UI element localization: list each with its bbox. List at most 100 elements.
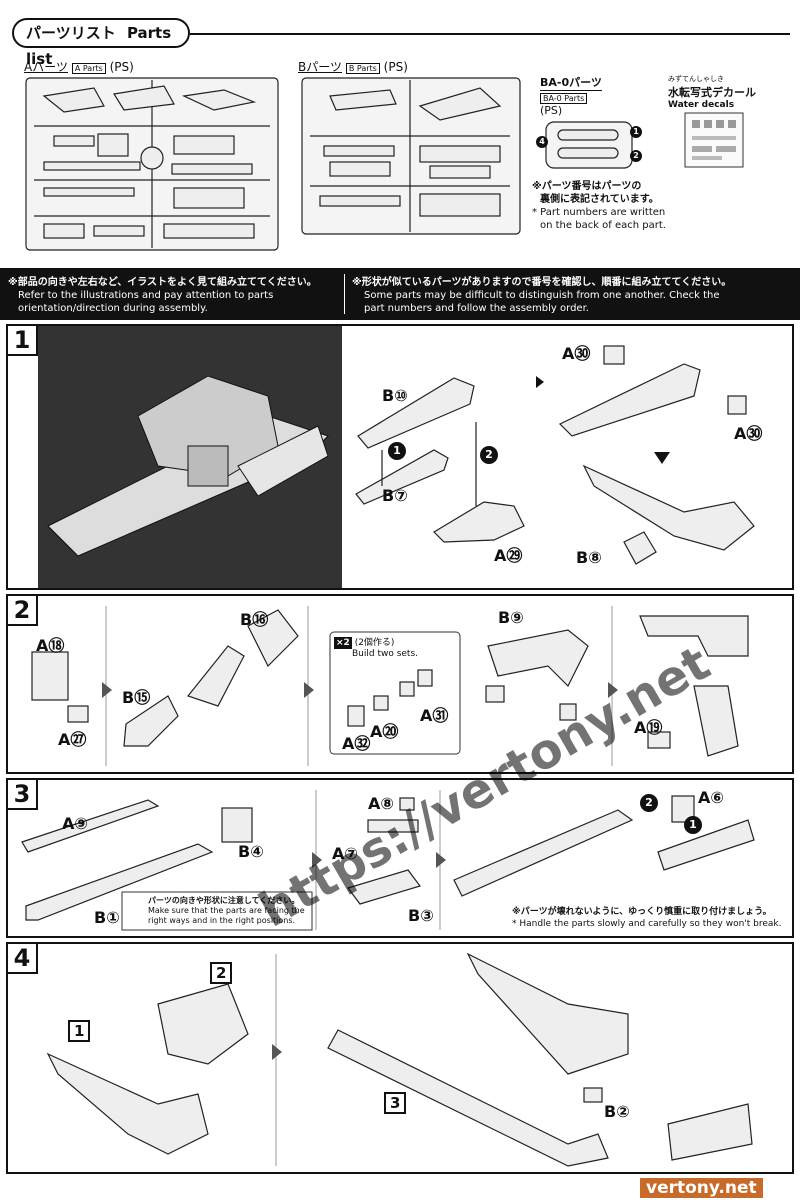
step-3-diagram	[21, 790, 755, 931]
label-b9: B⑨	[498, 608, 524, 627]
step-1-labels: B⑩ B⑦ A㉙ A㉚ A㉚ B⑧ 1 2	[344, 326, 792, 588]
title-ja: パーツリスト	[26, 24, 116, 42]
note1-en-2: right ways and in the right positions.	[148, 916, 296, 925]
step-4-labels: 1 2 3 B②	[8, 944, 792, 1172]
top-rule	[190, 33, 790, 35]
step-2: 2 A⑱ A㉗ B⑮ B⑯ A㉛ A⑳ A㉜ B⑨ A⑲ ×2	[6, 594, 794, 774]
b-parts-header: Bパーツ B Parts (PS)	[298, 58, 408, 75]
b-parts-runner	[301, 77, 521, 235]
note-en-2: on the back of each part.	[540, 220, 666, 231]
step-3-note-1: パーツの向きや形状に注意してください。 Make sure that the p…	[148, 896, 310, 926]
label-a9: A⑨	[62, 814, 88, 833]
label-b2: B②	[604, 1102, 630, 1121]
notice-right: ※形状が似ているパーツがありますので番号を確認し、順番に組み立ててください。 S…	[352, 276, 794, 315]
label-a30-right: A㉚	[734, 424, 763, 443]
ba0-num-2: 2	[630, 150, 642, 162]
label-a20: A⑳	[370, 722, 399, 741]
a-parts-runner	[25, 77, 279, 251]
step-3-number: 3	[8, 780, 38, 810]
ba0-ps: (PS)	[540, 104, 563, 117]
notice-right-ja: ※形状が似ているパーツがありますので番号を確認し、順番に組み立ててください。	[352, 277, 732, 288]
notice-divider	[344, 274, 345, 314]
decal-sheet	[684, 112, 744, 168]
ref-step-1: 1	[68, 1020, 91, 1042]
page-title: パーツリスト Parts list	[12, 18, 190, 68]
ref-step-2: 2	[210, 962, 233, 984]
step-1-diagram	[355, 345, 755, 565]
step-1-arrow-2: 2	[480, 446, 498, 464]
decal-label-ja: 水転写式デカール	[668, 86, 756, 99]
title-en: Parts list	[26, 24, 172, 68]
decal-header: みずてんしゃしき 水転写式デカール Water decals	[668, 74, 778, 110]
ba0-label-en: BA-0 Parts	[540, 93, 588, 104]
notice-left-en-2: orientation/direction during assembly.	[18, 303, 208, 314]
label-a32: A㉜	[342, 734, 371, 753]
step-1: 1 B⑩ B⑦ A㉙ A㉚ A㉚ B⑧ 1 2	[6, 324, 794, 590]
label-a29: A㉙	[494, 546, 523, 565]
label-a7: A⑦	[332, 844, 358, 863]
step-1-number: 1	[8, 326, 38, 356]
watermark-corner: vertony.net	[640, 1178, 763, 1198]
notice-right-en-1: Some parts may be difficult to distingui…	[364, 290, 720, 301]
label-a19: A⑲	[634, 718, 663, 737]
step-3-labels: A⑨ B④ B① A⑧ A⑦ B③ A⑥ 1 2 パーツの向きや形状に注意してく…	[8, 780, 792, 936]
label-b16: B⑯	[240, 610, 269, 629]
ref-step-3: 3	[384, 1092, 407, 1114]
a-parts-header: Aパーツ A Parts (PS)	[24, 58, 134, 75]
step-2-diagram	[31, 606, 749, 766]
build-two-note: ×2 (2個作る) Build two sets.	[334, 637, 419, 660]
step-4: 4 1 2 3 B②	[6, 942, 794, 1174]
a-parts-label-en: A Parts	[71, 63, 106, 74]
ba0-label-ja: BA-0パーツ	[540, 76, 602, 91]
note1-en-1: Make sure that the parts are facing the	[148, 906, 305, 915]
label-b10: B⑩	[382, 386, 408, 405]
step-4-number: 4	[8, 944, 38, 974]
notice-left: ※部品の向きや左右など、イラストをよく見て組み立ててください。 Refer to…	[8, 276, 338, 315]
ba0-num-1: 1	[630, 126, 642, 138]
ba0-parts-header: BA-0パーツ BA-0 Parts (PS)	[540, 74, 602, 117]
build-two-badge: ×2	[334, 637, 352, 649]
label-a30-top: A㉚	[562, 344, 591, 363]
step-1-arrow-1: 1	[388, 442, 406, 460]
step-3-note-2: ※パーツが壊れないように、ゆっくり慎重に取り付けましょう。 * Handle t…	[512, 906, 788, 930]
notice-left-ja: ※部品の向きや左右など、イラストをよく見て組み立ててください。	[8, 277, 317, 288]
step-4-diagram	[46, 952, 753, 1167]
notice-left-en-1: Refer to the illustrations and pay atten…	[18, 290, 274, 301]
decal-label-en: Water decals	[668, 100, 735, 110]
label-a8: A⑧	[368, 794, 394, 813]
ba0-num-4: 4	[536, 136, 548, 148]
label-a18: A⑱	[36, 636, 65, 655]
a-parts-ps: (PS)	[109, 60, 134, 74]
build-two-en: Build two sets.	[352, 649, 419, 659]
part-number-note: ※パーツ番号はパーツの 裏側に表記されています。 * Part numbers …	[532, 180, 792, 232]
b-parts-label-en: B Parts	[345, 63, 380, 74]
note-en-1: * Part numbers are written	[532, 207, 666, 218]
label-a27: A㉗	[58, 730, 87, 749]
ba0-numbers: 4 1 2	[536, 122, 648, 172]
ba0-runner	[545, 121, 633, 169]
label-b15: B⑮	[122, 688, 151, 707]
label-a31: A㉛	[420, 706, 449, 725]
note1-ja: パーツの向きや形状に注意してください。	[148, 896, 300, 905]
label-b8: B⑧	[576, 548, 602, 567]
label-b3: B③	[408, 906, 434, 925]
note2-ja: ※パーツが壊れないように、ゆっくり慎重に取り付けましょう。	[512, 907, 772, 917]
step-2-number: 2	[8, 596, 38, 626]
a-parts-label-ja: Aパーツ	[24, 60, 68, 74]
note-ja-1: ※パーツ番号はパーツの	[532, 181, 642, 192]
step-3-arrow-2: 2	[640, 794, 658, 812]
b-parts-label-ja: Bパーツ	[298, 60, 342, 74]
step-1-overview	[38, 326, 342, 588]
step-2-labels: A⑱ A㉗ B⑮ B⑯ A㉛ A⑳ A㉜ B⑨ A⑲ ×2 (2個作る) Bui…	[8, 596, 792, 772]
step-3-arrow-1: 1	[684, 816, 702, 834]
step-1-overview-art	[47, 375, 329, 557]
label-b1: B①	[94, 908, 120, 927]
build-two-ja: (2個作る)	[354, 638, 395, 648]
step-3: 3 A⑨ B④ B① A⑧ A⑦ B③ A⑥ 1 2 パーツの向きや形状に注意し…	[6, 778, 794, 938]
note-ja-2: 裏側に表記されています。	[540, 194, 659, 205]
b-parts-ps: (PS)	[383, 60, 408, 74]
label-a6: A⑥	[698, 788, 724, 807]
note2-en: * Handle the parts slowly and carefully …	[512, 919, 782, 929]
decal-ruby: みずてんしゃしき	[668, 75, 724, 83]
label-b4: B④	[238, 842, 264, 861]
